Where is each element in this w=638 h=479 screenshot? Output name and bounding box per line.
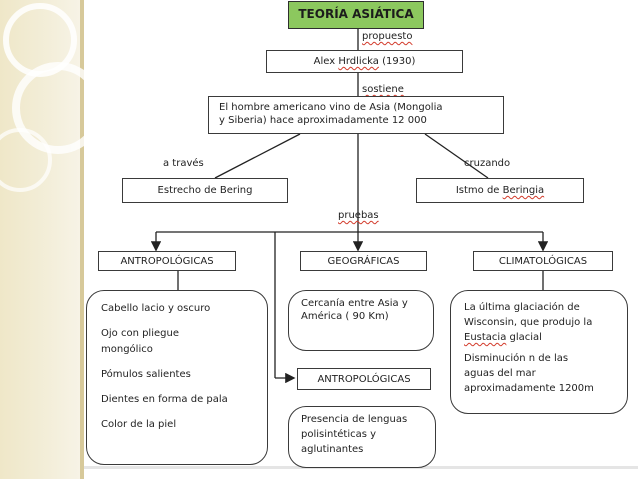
route-beringia-box: Istmo de Beringia: [416, 178, 584, 203]
label-sostiene: sostiene: [362, 84, 404, 95]
category-antropologicas-2-text: ANTROPOLÓGICAS: [317, 373, 411, 385]
clima-line-3-a: Eustacia: [464, 332, 507, 343]
clima-line-5: aguas del mar: [464, 368, 536, 379]
clima-line-6: aproximadamente 1200m: [464, 383, 594, 394]
category-antropologicas: ANTROPOLÓGICAS: [98, 251, 236, 271]
title-box: TEORÍA ASIÁTICA: [288, 1, 424, 29]
side-band-rule: [80, 0, 84, 479]
category-geograficas-text: GEOGRÁFICAS: [327, 255, 400, 267]
label-a-traves: a través: [163, 158, 204, 169]
label-propuesto: propuesto: [362, 31, 413, 42]
author-box: Alex Hrdlicka (1930): [266, 50, 463, 73]
route-beringia-prefix: Istmo de: [455, 185, 503, 196]
claim-box: El hombre americano vino de Asia (Mongol…: [208, 96, 504, 134]
category-climatologicas: CLIMATOLÓGICAS: [473, 251, 613, 271]
clima-line-3-b: glacial: [506, 332, 542, 343]
clima-line-1: La última glaciación de: [464, 302, 580, 313]
line-to-bering: [214, 133, 301, 179]
clima-line-2: Wisconsin, que produjo la: [464, 317, 593, 328]
evidence-item: Color de la piel: [101, 419, 177, 430]
author-name: Hrdlicka: [338, 56, 379, 67]
clima-line-4: Disminución n de las: [464, 353, 569, 364]
label-cruzando: cruzando: [464, 158, 511, 169]
geograficas-line-2: América ( 90 Km): [301, 311, 389, 322]
lenguas-line-2: polisintéticas y: [301, 429, 377, 440]
antropologicas-evidence-box: Cabello lacio y oscuro Ojo con pliegue m…: [86, 290, 268, 465]
claim-line-1: El hombre americano vino de Asia (Mongol…: [219, 102, 443, 113]
lenguas-line-3: aglutinantes: [301, 444, 364, 455]
lenguas-line-1: Presencia de lenguas: [301, 414, 408, 425]
route-beringia-name: Beringia: [502, 185, 545, 196]
evidence-item: Pómulos salientes: [101, 369, 191, 380]
author-year: (1930): [378, 56, 416, 67]
lenguas-evidence-box: Presencia de lenguas polisintéticas y ag…: [288, 406, 436, 468]
geograficas-evidence-box: Cercanía entre Asia y América ( 90 Km): [288, 290, 434, 351]
evidence-item: Ojo con pliegue: [101, 328, 179, 339]
route-bering-text: Estrecho de Bering: [157, 185, 253, 196]
title-text: TEORÍA ASIÁTICA: [298, 7, 414, 22]
label-pruebas: pruebas: [338, 210, 379, 221]
climatologicas-evidence-box: La última glaciación de Wisconsin, que p…: [450, 290, 628, 414]
category-antropologicas-2: ANTROPOLÓGICAS: [297, 368, 431, 390]
evidence-item: mongólico: [101, 344, 153, 355]
line-to-beringia: [424, 133, 489, 179]
evidence-item: Dientes en forma de pala: [101, 394, 228, 405]
ring-decoration: [0, 0, 84, 479]
route-bering-box: Estrecho de Bering: [122, 178, 288, 203]
geograficas-line-1: Cercanía entre Asia y: [301, 298, 408, 309]
category-geograficas: GEOGRÁFICAS: [300, 251, 427, 271]
category-climatologicas-text: CLIMATOLÓGICAS: [498, 255, 588, 267]
claim-line-2: y Siberia) hace aproximadamente 12 000: [219, 115, 427, 126]
decorative-side-band: [0, 0, 80, 479]
evidence-item: Cabello lacio y oscuro: [101, 303, 211, 314]
category-antropologicas-text: ANTROPOLÓGICAS: [120, 255, 214, 267]
author-prefix: Alex: [313, 56, 339, 67]
